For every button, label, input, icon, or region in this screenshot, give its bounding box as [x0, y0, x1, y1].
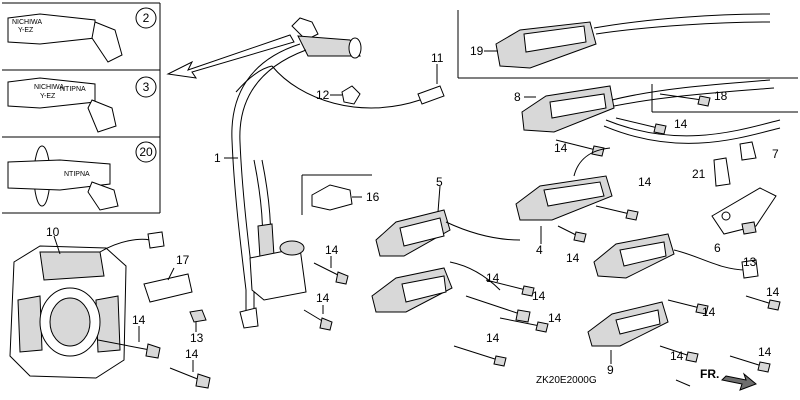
clip-12: [330, 85, 361, 105]
cap-2-model: Y-EZ: [18, 27, 34, 34]
spark-plug-cap-20: NTIPNA: [7, 145, 119, 211]
ignition-module-4: [515, 147, 613, 244]
callout-10: 10: [46, 225, 60, 239]
ref-circle-2: 2: [143, 11, 150, 25]
callout-14-o: 14: [766, 285, 780, 299]
cap-inset-panel: [2, 2, 161, 214]
front-direction-arrow: [720, 372, 757, 391]
detail-pointer-arrow: [166, 34, 295, 79]
clamp-inset-16: [301, 174, 372, 215]
ignition-module-lower-left: [371, 261, 501, 313]
callout-14-k: 14: [548, 311, 562, 325]
ignition-module-5: [375, 185, 521, 257]
callout-14-g: 14: [638, 175, 652, 189]
cap-20-brand: NTIPNA: [64, 171, 90, 178]
cap-3-model: Y-EZ: [40, 93, 56, 100]
bolt-module-4: [595, 205, 639, 221]
callout-19: 19: [470, 44, 484, 58]
callout-8: 8: [514, 90, 521, 104]
cap-3-brand-small: NTIPNA: [60, 86, 86, 93]
spark-plug-cap-3: NICHIWA NTIPNA Y-EZ: [7, 77, 117, 133]
callout-12: 12: [316, 88, 330, 102]
grommet-7: [739, 141, 757, 161]
ground-lead-11: [271, 64, 445, 109]
bolt-stator-long-1: [97, 326, 161, 359]
coil-inset-panel: [457, 10, 798, 79]
bracket-6: [711, 187, 777, 235]
bolt-stator-13: [189, 309, 207, 332]
callout-13-left: 13: [190, 331, 204, 345]
ref-circle-3: 3: [143, 80, 150, 94]
callout-6: 6: [714, 241, 721, 255]
callout-14-a: 14: [325, 243, 339, 257]
bolt-coil-lower: [303, 305, 333, 331]
callout-14-h: 14: [566, 251, 580, 265]
callout-14-n: 14: [670, 349, 684, 363]
callout-11: 11: [431, 51, 444, 65]
callout-21: 21: [692, 167, 706, 181]
callout-14-b: 14: [316, 291, 330, 305]
cap-2-brand: NICHIWA: [12, 19, 42, 26]
stator-assembly-10: [9, 231, 165, 379]
ignition-coil-assembly: [231, 17, 362, 329]
cap-3-brand: NICHIWA: [34, 84, 64, 91]
spacer-21: [713, 157, 731, 187]
bolt-module-8-b: [555, 139, 605, 157]
callout-14-j: 14: [532, 289, 546, 303]
bolts-lower-group: [453, 279, 781, 387]
callout-14-i: 14: [486, 271, 500, 285]
diagram-code: ZK20E2000G: [536, 375, 597, 386]
callout-14-f: 14: [554, 141, 568, 155]
ignition-module-lower-right: [593, 233, 759, 279]
callout-5: 5: [436, 175, 443, 189]
front-direction-label: FR.: [700, 367, 719, 381]
callout-16: 16: [366, 190, 380, 204]
callout-14-p: 14: [758, 345, 772, 359]
callout-7: 7: [772, 147, 779, 161]
callout-14-l: 14: [486, 331, 500, 345]
callout-14-c: 14: [132, 313, 146, 327]
bolt-bracket-6: [741, 221, 757, 235]
callout-13-right: 13: [743, 255, 757, 269]
callout-1: 1: [214, 151, 221, 165]
ignition-module-19: [495, 13, 771, 69]
ignition-module-8: [521, 79, 781, 144]
callout-17: 17: [176, 253, 190, 267]
bolt-module-5: [557, 225, 587, 243]
callout-4: 4: [536, 243, 543, 257]
callout-9: 9: [607, 363, 614, 377]
ref-circle-20: 20: [139, 145, 153, 159]
callout-14-d: 14: [185, 347, 199, 361]
callout-14-e: 14: [674, 117, 688, 131]
inset-18-box: [651, 84, 798, 113]
callout-14-m: 14: [702, 305, 716, 319]
bolt-coil-upper: [313, 256, 349, 285]
bolt-stator-long-2: [169, 360, 211, 389]
bolt-18: [659, 93, 711, 107]
ignition-module-9: [587, 301, 669, 364]
spark-plug-cap-2: NICHIWA Y-EZ: [7, 13, 123, 63]
callout-18: 18: [714, 89, 728, 103]
bracket-17: [143, 267, 193, 303]
bolt-module-8: [615, 117, 667, 135]
